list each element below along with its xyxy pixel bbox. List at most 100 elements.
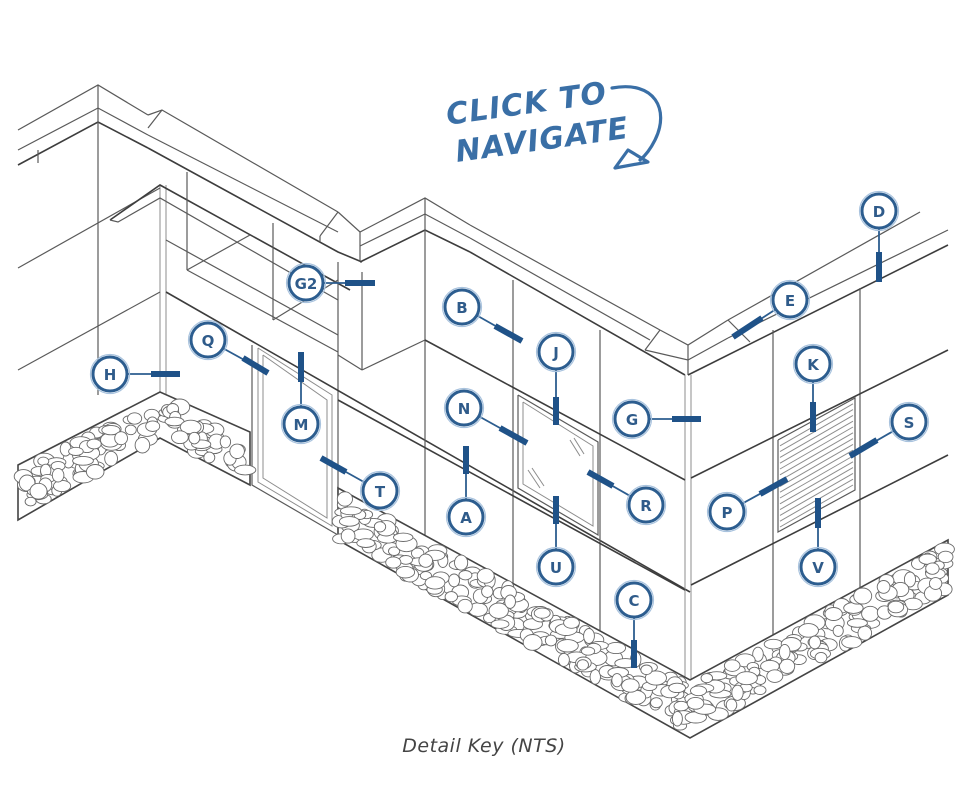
marker-r[interactable]: R <box>586 469 667 526</box>
marker-circle-glow <box>797 546 839 588</box>
marker-label[interactable]: K <box>807 356 820 374</box>
stone <box>373 521 387 533</box>
marker-circle[interactable] <box>890 403 928 441</box>
stone <box>448 573 461 588</box>
marker-label[interactable]: A <box>460 509 472 527</box>
marker-g[interactable]: G <box>611 398 702 440</box>
marker-circle[interactable] <box>860 192 898 230</box>
louver-slat <box>779 449 854 493</box>
louver-slat <box>779 455 854 499</box>
stone <box>673 700 689 712</box>
marker-label[interactable]: Q <box>202 332 215 350</box>
stone <box>735 671 758 686</box>
marker-circle[interactable] <box>282 405 320 443</box>
call-to-action-text: Click to Navigate <box>444 73 631 170</box>
marker-circle[interactable] <box>189 321 227 359</box>
louver-slat <box>779 426 854 470</box>
marker-circle[interactable] <box>443 288 481 326</box>
marker-circle[interactable] <box>794 345 832 383</box>
marker-q[interactable]: Q <box>187 319 270 376</box>
stone <box>925 562 940 575</box>
marker-label[interactable]: U <box>550 559 562 577</box>
marker-t[interactable]: T <box>319 455 401 512</box>
louver-slat <box>779 414 854 458</box>
marker-label[interactable]: T <box>375 483 386 501</box>
curved-arrow-icon <box>610 85 663 162</box>
stone <box>51 467 65 483</box>
stone <box>188 431 201 445</box>
marker-a[interactable]: A <box>445 446 487 538</box>
marker-pointer-tick <box>731 315 764 340</box>
marker-label[interactable]: D <box>873 203 885 221</box>
marker-d[interactable]: D <box>858 190 900 283</box>
stone <box>336 491 353 507</box>
marker-label[interactable]: R <box>640 497 652 515</box>
marker-pointer-tick <box>758 476 789 497</box>
stone <box>219 435 232 449</box>
marker-u[interactable]: U <box>535 496 577 588</box>
marker-circle[interactable] <box>799 548 837 586</box>
marker-circle[interactable] <box>445 389 483 427</box>
marker-label[interactable]: P <box>722 504 733 522</box>
marker-label[interactable]: G <box>626 411 638 429</box>
marker-label[interactable]: J <box>552 344 559 362</box>
marker-v[interactable]: V <box>797 498 839 588</box>
marker-circle-glow <box>611 398 653 440</box>
marker-n[interactable]: N <box>443 387 529 446</box>
marker-label[interactable]: B <box>456 299 467 317</box>
marker-circle[interactable] <box>447 498 485 536</box>
stone <box>814 651 828 664</box>
marker-circle-glow <box>613 579 655 621</box>
marker-circle[interactable] <box>615 581 653 619</box>
marker-b[interactable]: B <box>441 286 524 344</box>
marker-circle[interactable] <box>627 486 665 524</box>
stone <box>504 594 516 609</box>
louver-slat <box>779 432 854 476</box>
louver-slat <box>779 467 854 511</box>
marker-label[interactable]: C <box>628 592 639 610</box>
stone <box>104 450 118 467</box>
stone <box>557 652 570 667</box>
marker-s[interactable]: S <box>848 401 930 459</box>
marker-circle[interactable] <box>361 472 399 510</box>
marker-g2[interactable]: G2 <box>285 262 376 304</box>
marker-circle[interactable] <box>613 400 651 438</box>
marker-c[interactable]: C <box>613 579 655 669</box>
stone <box>101 424 121 436</box>
marker-h[interactable]: H <box>89 353 181 395</box>
marker-label[interactable]: G2 <box>295 275 318 293</box>
stone <box>583 628 595 644</box>
marker-circle[interactable] <box>537 548 575 586</box>
marker-label[interactable]: N <box>458 400 471 418</box>
marker-m[interactable]: M <box>280 352 322 445</box>
marker-label[interactable]: M <box>294 416 309 434</box>
marker-circle-glow <box>769 279 811 321</box>
stone <box>476 568 495 584</box>
stone <box>488 602 509 619</box>
marker-label[interactable]: H <box>104 366 117 384</box>
marker-label[interactable]: E <box>785 292 795 310</box>
marker-circle[interactable] <box>287 264 325 302</box>
marker-p[interactable]: P <box>706 476 789 533</box>
marker-label[interactable]: V <box>812 559 824 577</box>
marker-pointer-tick <box>498 425 529 446</box>
stone <box>763 638 784 650</box>
marker-circle[interactable] <box>91 355 129 393</box>
stone <box>725 698 738 712</box>
click-to-navigate-annotation: Click to Navigate <box>444 73 663 170</box>
marker-j[interactable]: J <box>535 331 577 426</box>
marker-circle[interactable] <box>708 493 746 531</box>
stone <box>29 482 48 500</box>
marker-circle-glow <box>441 286 483 328</box>
stone <box>203 451 216 464</box>
marker-label[interactable]: S <box>904 414 915 432</box>
marker-circle-glow <box>89 353 131 395</box>
marker-circle[interactable] <box>771 281 809 319</box>
stone <box>937 550 954 564</box>
marker-circle[interactable] <box>537 333 575 371</box>
marker-e[interactable]: E <box>731 279 811 340</box>
marker-k[interactable]: K <box>792 343 834 433</box>
stone <box>533 607 551 619</box>
